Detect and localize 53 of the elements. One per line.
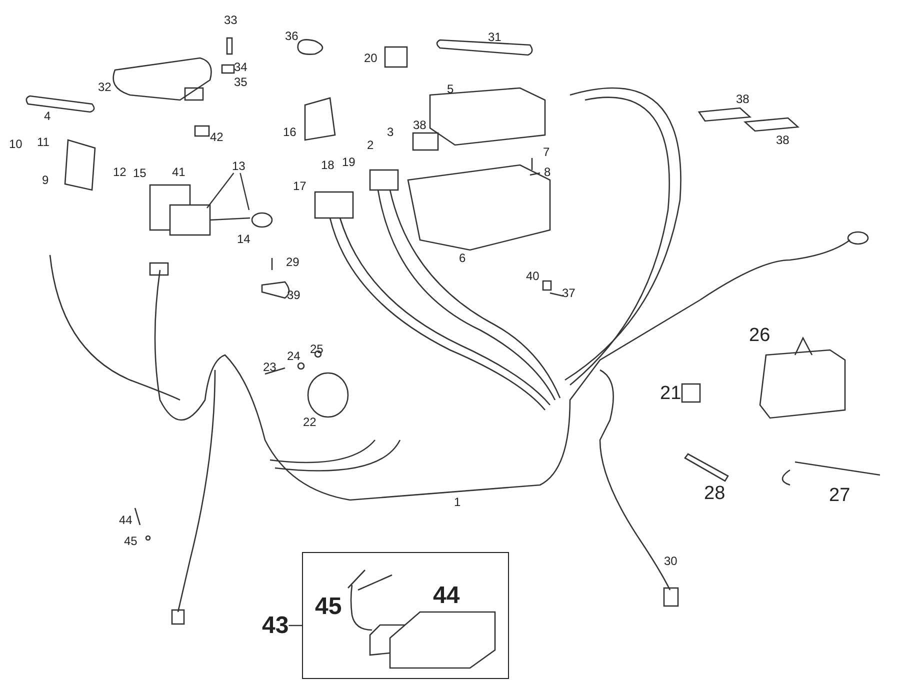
callout-number: 24	[287, 350, 300, 363]
callout-number: 11	[37, 136, 50, 149]
leader-line	[240, 172, 250, 210]
callout-number: 44	[119, 514, 132, 527]
callout-number: 25	[310, 343, 324, 356]
callout-number: 12	[113, 166, 126, 179]
callout-number: 22	[303, 416, 316, 429]
callout-number: 5	[447, 83, 454, 96]
callout-number: 13	[232, 160, 246, 173]
callout-number: 9	[42, 174, 49, 187]
callout-number: 1	[454, 496, 461, 509]
callout-number: 3	[387, 126, 394, 139]
leader-line	[206, 172, 234, 208]
callout-number: 38	[736, 93, 750, 106]
callout-number: 33	[224, 14, 238, 27]
callout-number: 4	[44, 110, 51, 123]
callout-number: 29	[286, 256, 300, 269]
callout-number: 41	[172, 166, 186, 179]
callout-number: 43	[262, 613, 289, 638]
callout-number: 20	[364, 52, 378, 65]
callout-number: 36	[285, 30, 298, 43]
callout-number: 35	[234, 76, 248, 89]
callout-number: 17	[293, 180, 306, 193]
callout-number: 30	[664, 555, 678, 568]
callout-number: 2	[367, 139, 374, 152]
callout-number: 19	[342, 156, 356, 169]
callout-number: 45	[124, 535, 138, 548]
callout-number: 15	[133, 167, 146, 180]
callout-number: 10	[9, 138, 22, 151]
callout-number: 34	[234, 61, 248, 74]
callout-number: 26	[749, 326, 770, 346]
callout-number: 18	[321, 159, 334, 172]
callout-number: 40	[526, 270, 540, 283]
callout-number: 28	[704, 484, 726, 504]
inset-frame	[302, 552, 509, 679]
callout-number: 38	[776, 134, 790, 147]
leader-line	[288, 624, 302, 626]
callout-number: 32	[98, 81, 112, 94]
callout-number: 8	[544, 166, 551, 179]
callout-number: 38	[413, 119, 426, 132]
callout-number: 37	[562, 287, 576, 300]
callout-number: 7	[543, 146, 550, 159]
callout-number: 23	[263, 361, 276, 374]
callout-number: 27	[829, 486, 850, 506]
callout-number: 45	[315, 594, 342, 619]
callout-number: 16	[283, 126, 296, 139]
callout-number: 31	[488, 31, 502, 44]
callout-number: 42	[210, 131, 224, 144]
callout-number: 44	[433, 583, 460, 608]
callout-number: 21	[660, 384, 682, 404]
callout-number: 6	[459, 252, 466, 265]
callout-number: 14	[237, 233, 250, 246]
callout-number: 39	[287, 289, 300, 302]
